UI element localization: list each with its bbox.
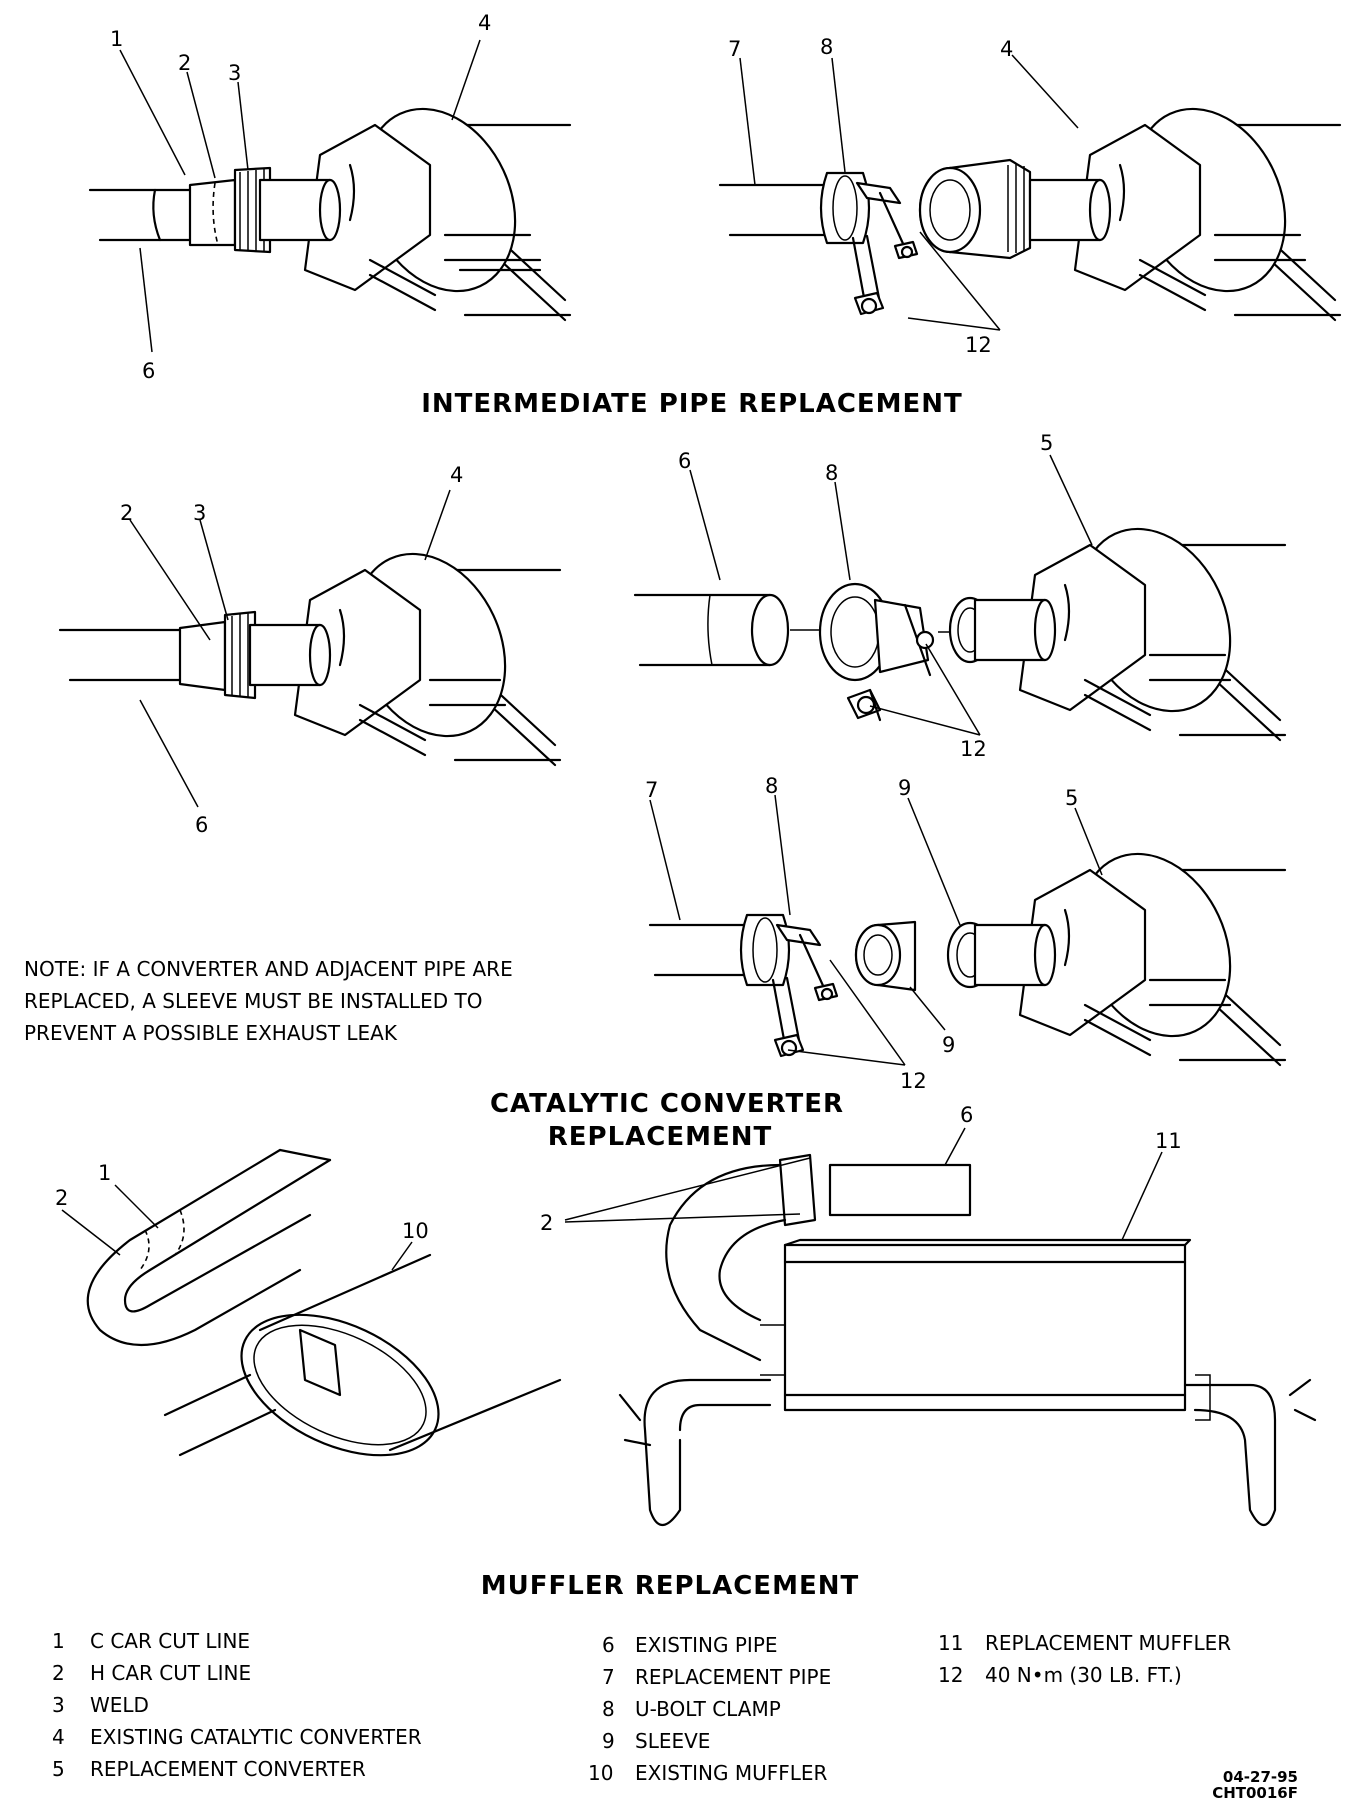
callout-2b: 2 <box>120 501 133 525</box>
legend-num: 2 <box>52 1661 65 1685</box>
callout-3: 3 <box>228 61 241 85</box>
callout-1: 1 <box>110 27 123 51</box>
catalytic-upper-right-illustration <box>633 503 1287 742</box>
callout-8c: 8 <box>765 774 778 798</box>
callout-9: 9 <box>898 776 911 800</box>
muffler-left-illustration <box>86 1148 562 1457</box>
legend-num: 12 <box>938 1663 963 1687</box>
callout-9b: 9 <box>942 1033 955 1057</box>
callout-5b: 5 <box>1065 786 1078 810</box>
legend-num: 10 <box>588 1761 613 1785</box>
callout-4b: 4 <box>1000 37 1013 61</box>
legend-num: 8 <box>602 1697 615 1721</box>
callout-2: 2 <box>178 51 191 75</box>
callout-6c: 6 <box>678 449 691 473</box>
callout-2d: 2 <box>540 1211 553 1235</box>
callout-10: 10 <box>402 1219 429 1243</box>
legend-text: SLEEVE <box>635 1729 710 1753</box>
callout-7b: 7 <box>645 778 658 802</box>
legend-num: 5 <box>52 1757 65 1781</box>
callout-8: 8 <box>820 35 833 59</box>
legend-text: REPLACEMENT MUFFLER <box>985 1631 1231 1655</box>
legend-num: 6 <box>602 1633 615 1657</box>
legend: 1 C CAR CUT LINE 2 H CAR CUT LINE 3 WELD… <box>52 1629 1231 1785</box>
legend-num: 3 <box>52 1693 65 1717</box>
legend-text: EXISTING CATALYTIC CONVERTER <box>90 1725 422 1749</box>
callout-7: 7 <box>728 37 741 61</box>
callout-12b: 12 <box>960 737 987 761</box>
doc-date-code: 04-27-95 <box>1223 1768 1298 1786</box>
callout-8b: 8 <box>825 461 838 485</box>
legend-num: 9 <box>602 1729 615 1753</box>
callout-11: 11 <box>1155 1129 1182 1153</box>
intermediate-right-illustration <box>718 83 1342 322</box>
note-line-3: PREVENT A POSSIBLE EXHAUST LEAK <box>24 1021 398 1045</box>
callout-5: 5 <box>1040 431 1053 455</box>
legend-text: REPLACEMENT PIPE <box>635 1665 831 1689</box>
legend-text: U-BOLT CLAMP <box>635 1697 781 1721</box>
legend-text: EXISTING MUFFLER <box>635 1761 828 1785</box>
callout-12c: 12 <box>900 1069 927 1093</box>
legend-text: REPLACEMENT CONVERTER <box>90 1757 366 1781</box>
title-catalytic-line1: CATALYTIC CONVERTER <box>490 1089 844 1119</box>
intermediate-left-illustration <box>88 83 572 322</box>
title-muffler: MUFFLER REPLACEMENT <box>481 1571 859 1601</box>
legend-text: EXISTING PIPE <box>635 1633 778 1657</box>
legend-text: WELD <box>90 1693 149 1717</box>
legend-num: 4 <box>52 1725 65 1749</box>
catalytic-lower-right-illustration <box>648 828 1287 1067</box>
callout-6b: 6 <box>195 813 208 837</box>
title-catalytic-line2: REPLACEMENT <box>548 1122 773 1152</box>
note-line-2: REPLACED, A SLEEVE MUST BE INSTALLED TO <box>24 989 483 1013</box>
callout-1b: 1 <box>98 1161 111 1185</box>
note-block: NOTE: IF A CONVERTER AND ADJACENT PIPE A… <box>24 957 513 1045</box>
legend-text: 40 N•m (30 LB. FT.) <box>985 1663 1182 1687</box>
callout-4: 4 <box>478 11 491 35</box>
muffler-right-illustration <box>618 1153 1317 1527</box>
callout-12: 12 <box>965 333 992 357</box>
legend-text: C CAR CUT LINE <box>90 1629 250 1653</box>
legend-num: 11 <box>938 1631 963 1655</box>
callout-6d: 6 <box>960 1103 973 1127</box>
legend-num: 7 <box>602 1665 615 1689</box>
leader-lines <box>61 39 1163 1271</box>
doc-id-code: CHT0016F <box>1212 1784 1298 1802</box>
callout-2c: 2 <box>55 1186 68 1210</box>
legend-text: H CAR CUT LINE <box>90 1661 251 1685</box>
legend-num: 1 <box>52 1629 65 1653</box>
callout-3b: 3 <box>193 501 206 525</box>
callout-6: 6 <box>142 359 155 383</box>
callout-4c: 4 <box>450 463 463 487</box>
note-line-1: NOTE: IF A CONVERTER AND ADJACENT PIPE A… <box>24 957 513 981</box>
catalytic-left-illustration <box>58 528 562 767</box>
title-intermediate: INTERMEDIATE PIPE REPLACEMENT <box>421 389 963 419</box>
callout-numbers: 1 2 3 4 6 7 8 4 12 2 3 4 6 6 8 5 12 7 8 … <box>55 11 1182 1243</box>
